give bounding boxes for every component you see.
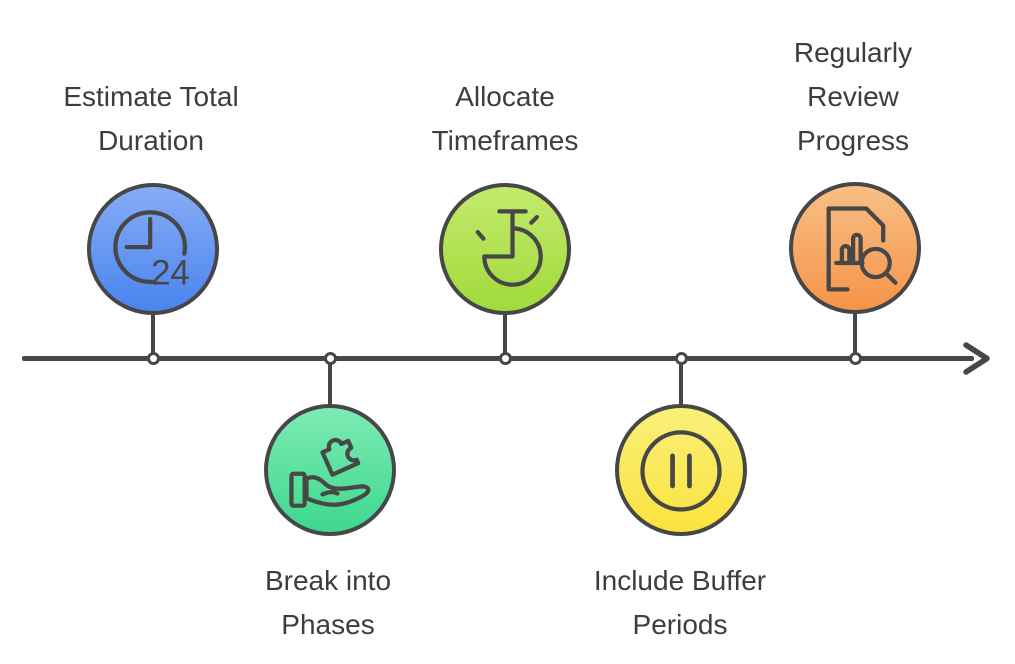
- step-circle-estimate-duration: 24: [87, 183, 219, 315]
- step-circle-allocate-timeframes: [439, 183, 571, 315]
- stem-connector: [853, 308, 857, 358]
- axis-node-dot: [146, 351, 160, 365]
- axis-node-dot: [848, 351, 862, 365]
- axis-node-dot: [674, 351, 688, 365]
- step-circle-buffer-periods: [615, 404, 747, 536]
- step-circle-break-phases: [264, 404, 396, 536]
- clock-24-icon: 24: [113, 210, 190, 293]
- hand-puzzle-icon: [289, 437, 371, 508]
- stem-connector: [503, 310, 507, 358]
- step-label-estimate-duration: Estimate Total Duration: [63, 81, 239, 156]
- timer-icon: [475, 209, 543, 287]
- axis-node-dot: [498, 351, 512, 365]
- stem-connector: [328, 358, 332, 408]
- step-label-buffer-periods: Include Buffer Periods: [593, 565, 767, 640]
- step-label-break-phases: Break into Phases: [264, 565, 392, 640]
- document-search-icon: [826, 206, 898, 292]
- step-label-review-progress: Regularly Review Progress: [793, 37, 913, 156]
- stem-connector: [151, 310, 155, 358]
- stem-connector: [679, 358, 683, 408]
- pause-icon: [640, 430, 722, 512]
- timeline-axis: [22, 356, 974, 361]
- clock-24-digits: 24: [151, 255, 190, 293]
- step-circle-review-progress: [789, 182, 921, 314]
- arrowhead-icon: [963, 342, 990, 375]
- axis-node-dot: [323, 351, 337, 365]
- step-label-allocate-timeframes: Allocate Timeframes: [431, 81, 579, 156]
